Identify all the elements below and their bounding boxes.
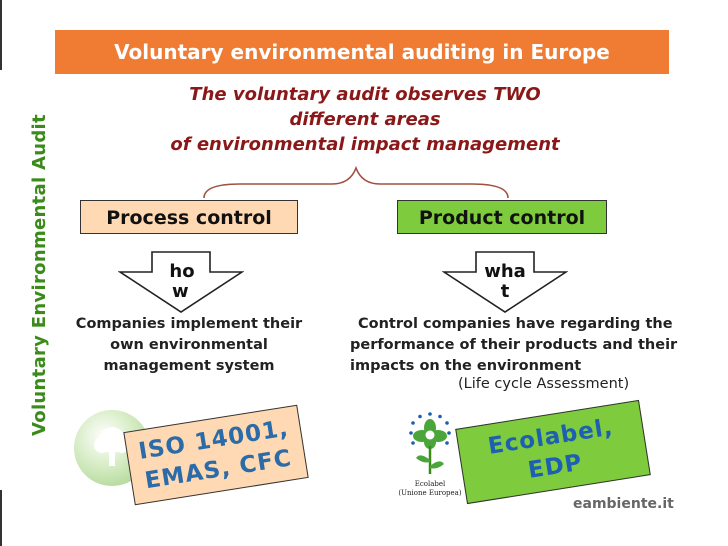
process-control-box: Process control bbox=[80, 200, 298, 234]
side-title: Voluntary Environmental Audit bbox=[29, 114, 50, 436]
product-control-box: Product control bbox=[397, 200, 607, 234]
slide-subtitle: The voluntary audit observes TWO differe… bbox=[120, 82, 610, 157]
how-arrow bbox=[118, 251, 244, 313]
iso-emas-stamp: ISO 14001, EMAS, CFC bbox=[123, 404, 309, 506]
ecolabel-edp-stamp: Ecolabel, EDP bbox=[455, 399, 651, 505]
product-desc-line-2: performance of their products and their bbox=[350, 337, 678, 353]
brace-connector bbox=[203, 165, 509, 199]
slide-header: Voluntary environmental auditing in Euro… bbox=[55, 30, 669, 74]
lca-note: (Life cycle Assessment) bbox=[458, 376, 630, 392]
subtitle-line-1: The voluntary audit observes TWO bbox=[189, 84, 541, 105]
product-desc-line-1: Control companies have regarding the bbox=[358, 316, 673, 332]
how-label-line-2: w bbox=[172, 281, 189, 302]
eu-ecolabel-flower-icon bbox=[409, 412, 451, 474]
subtitle-line-2: different areas bbox=[289, 109, 441, 130]
process-description: Companies implement their own environmen… bbox=[66, 314, 312, 377]
left-border-bottom bbox=[0, 490, 2, 546]
how-label-line-1: ho bbox=[169, 261, 195, 282]
ecolabel-caption: Ecolabel (Unione Europea) bbox=[392, 480, 468, 498]
what-arrow bbox=[442, 251, 568, 313]
subtitle-line-3: of environmental impact management bbox=[170, 134, 560, 155]
left-border-top bbox=[0, 0, 2, 70]
process-desc-line-3: management system bbox=[103, 358, 275, 374]
what-label-line-2: t bbox=[500, 281, 510, 302]
process-desc-line-2: own environmental bbox=[110, 337, 268, 353]
brand-logo: eambiente.it bbox=[573, 496, 674, 512]
product-desc-line-3: impacts on the environment bbox=[350, 358, 582, 374]
how-label: ho w bbox=[150, 262, 214, 302]
what-label-line-1: wha bbox=[484, 261, 526, 282]
ecolabel-caption-line-1: Ecolabel bbox=[414, 480, 446, 488]
what-label: wha t bbox=[472, 262, 538, 302]
ecolabel-caption-line-2: (Unione Europea) bbox=[398, 489, 462, 497]
process-desc-line-1: Companies implement their bbox=[75, 316, 303, 332]
product-description: Control companies have regarding the per… bbox=[350, 314, 700, 377]
